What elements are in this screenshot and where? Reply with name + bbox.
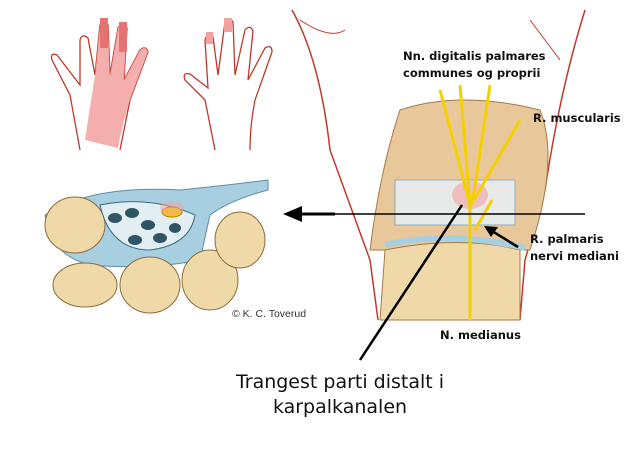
label-palmaris: R. palmaris nervi mediani bbox=[530, 231, 619, 265]
carpal-tunnel-cross-section bbox=[44, 179, 269, 314]
caption-line2: karpalkanalen bbox=[272, 396, 408, 418]
hand-palm-illustration bbox=[50, 18, 149, 151]
label-digitalis-line1: Nn. digitalis palmares bbox=[403, 49, 546, 63]
copyright-text: © K. C. Toverud bbox=[232, 308, 307, 320]
annotation-lines bbox=[283, 204, 585, 361]
wrist-anatomy-illustration bbox=[291, 9, 586, 321]
label-palmaris-line2: nervi mediani bbox=[530, 249, 619, 263]
label-digitalis: Nn. digitalis palmares communes og propr… bbox=[403, 48, 546, 82]
label-muscularis: R. muscularis bbox=[533, 111, 621, 125]
caption: Trangest parti distalt i karpalkanalen bbox=[190, 370, 490, 420]
label-palmaris-line1: R. palmaris bbox=[530, 232, 604, 246]
label-digitalis-line2: communes og proprii bbox=[403, 66, 541, 80]
hand-back-illustration bbox=[183, 18, 273, 151]
label-medianus: N. medianus bbox=[440, 328, 521, 342]
caption-line1: Trangest parti distalt i bbox=[235, 371, 445, 393]
